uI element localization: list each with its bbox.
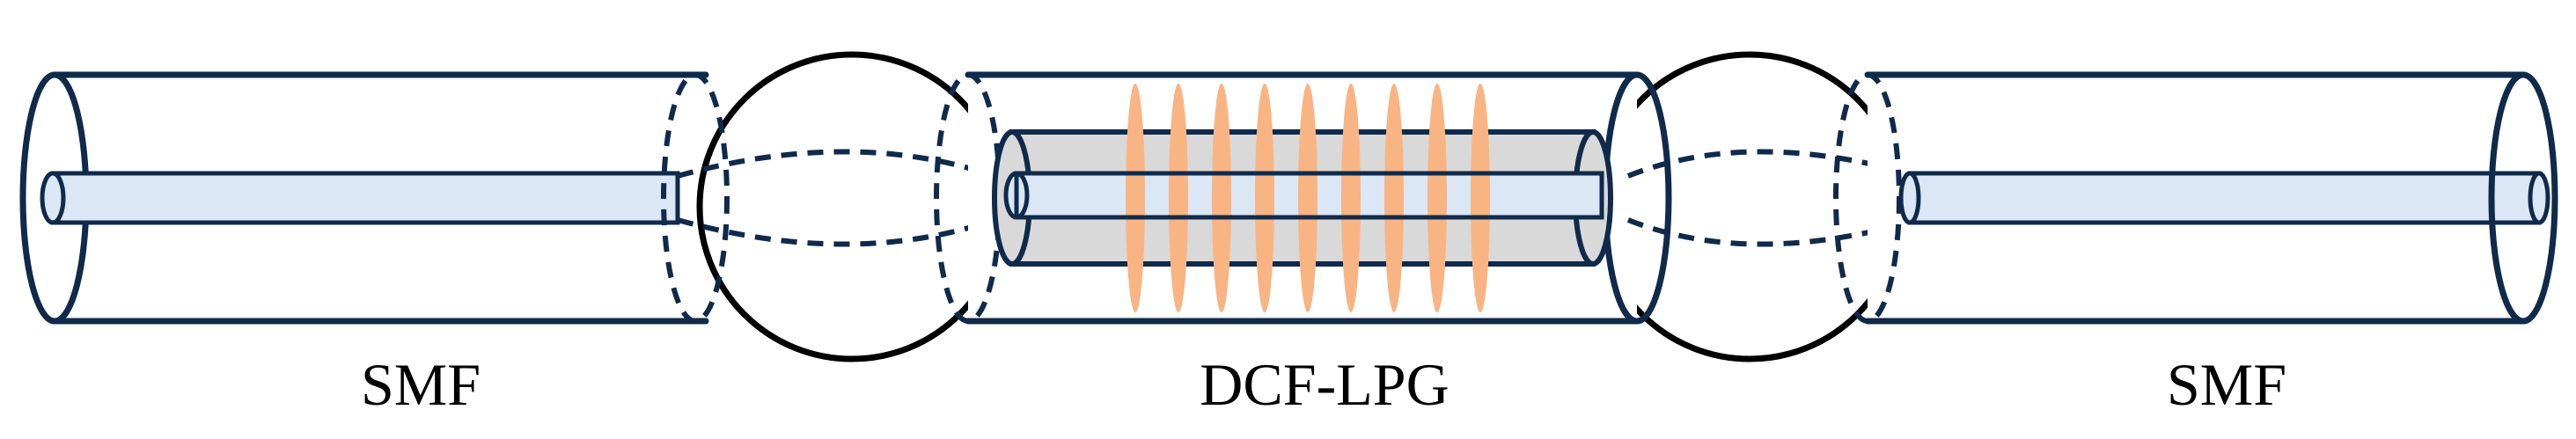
left-smf-splice-face: [661, 72, 730, 324]
grating-band: [1169, 84, 1188, 312]
left-smf-core: [50, 171, 680, 225]
grating-band: [1341, 84, 1361, 312]
grating-band: [1212, 84, 1231, 312]
grating-band: [1471, 84, 1490, 312]
left-smf-segment: [19, 71, 730, 325]
grating-band: [1384, 84, 1404, 312]
right-smf-end-face: [2488, 71, 2558, 325]
dcf-core-outline: [1014, 171, 1604, 220]
left-ball-guide: [677, 149, 995, 247]
long-period-grating: [1014, 84, 1604, 312]
dcf-lpg-segment: [934, 71, 1672, 325]
grating-band: [1298, 84, 1317, 312]
label-right-smf: SMF: [2166, 351, 2287, 418]
label-dcf-lpg: DCF-LPG: [1200, 351, 1449, 418]
grating-band: [1126, 84, 1145, 312]
right-smf-core: [1907, 171, 2542, 225]
right-smf-segment: [1833, 71, 2558, 325]
grating-band: [1427, 84, 1447, 312]
grating-band: [1255, 84, 1274, 312]
label-left-smf: SMF: [360, 351, 481, 418]
